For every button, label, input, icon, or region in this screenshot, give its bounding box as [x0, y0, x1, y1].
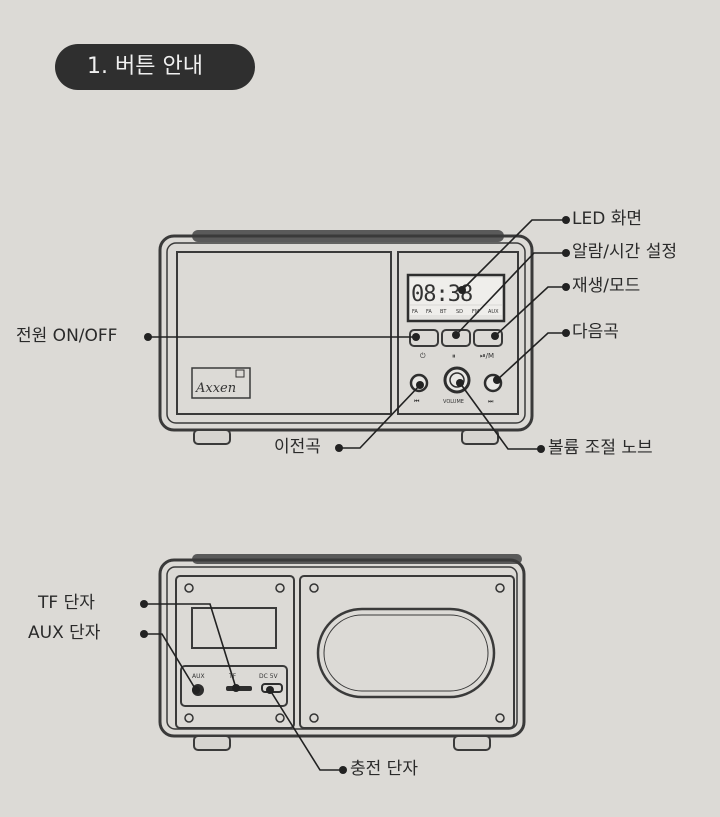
aux-port-label: AUX	[192, 673, 205, 680]
prev-button	[409, 373, 429, 393]
brand-logo: Axxen	[195, 381, 236, 396]
passive-radiator	[316, 607, 496, 699]
next-mark: ⏭	[488, 398, 494, 405]
callout-next-track: 다음곡	[572, 322, 619, 342]
play-mode-mark: ⏯/M	[480, 352, 494, 360]
callout-power: 전원 ON/OFF	[16, 326, 118, 346]
alarm-mark: ⏸	[452, 352, 456, 360]
callout-tf-port: TF 단자	[38, 593, 95, 613]
display-digits: 08:38	[411, 282, 472, 307]
volume-knob	[443, 366, 471, 394]
radio-back-view	[158, 554, 526, 751]
next-button	[483, 373, 503, 393]
tf-slot	[226, 686, 252, 691]
power-button	[409, 329, 439, 347]
dc-port	[261, 683, 283, 693]
dc-port-label: DC 5V	[259, 673, 279, 680]
mode-indicator: BT	[440, 309, 447, 315]
callout-volume-knob: 볼륨 조절 노브	[548, 438, 653, 458]
callout-led-screen: LED 화면	[572, 209, 642, 229]
callout-aux-port: AUX 단자	[28, 623, 101, 643]
mode-indicator: FA	[426, 309, 432, 315]
callout-charge-port: 충전 단자	[350, 759, 418, 779]
callout-play-mode: 재생/모드	[572, 276, 641, 296]
mode-indicator: AUX	[488, 309, 499, 315]
callout-prev-track: 이전곡	[274, 437, 321, 457]
power-mark: ⏻	[420, 352, 426, 360]
mode-indicator: SD	[456, 309, 463, 315]
callout-alarm-time: 알람/시간 설정	[572, 242, 677, 262]
volume-knob-label: VOLUME	[443, 399, 464, 405]
alarm-time-button	[441, 329, 471, 347]
mode-indicator: FA	[412, 309, 418, 315]
section-title: 1. 버튼 안내	[55, 44, 255, 90]
prev-mark: ⏮	[414, 398, 420, 405]
